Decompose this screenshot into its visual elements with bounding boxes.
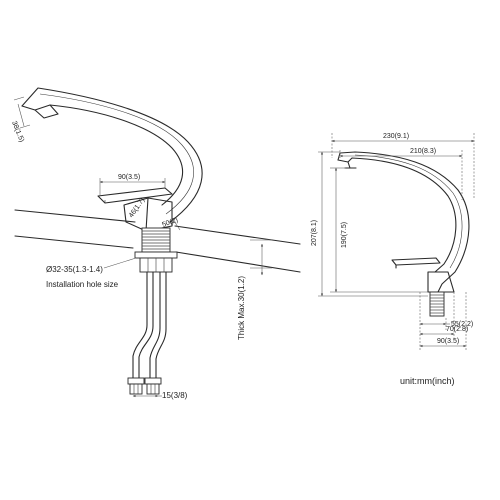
right-elevation-view: 230(9.1) 210(8.3) 207(8.1) 190(7.5) 55(2… [311, 133, 475, 350]
unit-note: unit:mm(inch) [400, 376, 455, 386]
faucet-body [21, 87, 203, 223]
dim-55-label: 55(2.2) [451, 321, 473, 328]
dim-90: 90(3.5) [419, 338, 467, 348]
dim-spout-reach-label: 210(8.3) [410, 148, 436, 155]
dim-base-height: 46(1.7) [128, 197, 146, 219]
left-installed-view: 38(1.5) 90(3.5) 46(1.7) 50(2) Ø32-35(1.3… [10, 87, 301, 400]
hose-connector-label: 15(3/8) [162, 391, 188, 400]
side-lever [391, 257, 441, 269]
dim-70-label: 70(2.8) [446, 326, 468, 333]
dim-total-width-label: 230(9.1) [383, 133, 409, 140]
dim-base-width-label: 50(2) [161, 217, 179, 229]
side-base [427, 271, 455, 317]
threaded-shank [141, 227, 171, 253]
side-profile [337, 151, 470, 293]
dim-spout-height: 190(7.5) [334, 167, 348, 293]
mounting-nut [134, 251, 178, 273]
faucet-base [123, 197, 173, 232]
dim-base-height-label: 46(1.7) [128, 197, 146, 219]
dim-thickness: Thick Max.30(1.2) [237, 239, 272, 340]
thickness-label: Thick Max.30(1.2) [237, 276, 246, 340]
dim-spout-reach: 210(8.3) [339, 148, 463, 158]
dim-spout-label: 38(1.5) [10, 120, 25, 143]
supply-hoses [132, 271, 167, 379]
hole-callout: Ø32-35(1.3-1.4) Installation hole size [46, 257, 137, 289]
dim-base-width: 50(2) [161, 217, 181, 231]
dim-55: 55(2.2) [419, 321, 473, 328]
dim-total-height-label: 207(8.1) [311, 220, 318, 246]
dim-70: 70(2.8) [419, 326, 468, 336]
dim-total-height: 207(8.1) [311, 151, 324, 297]
dim-spout: 38(1.5) [10, 96, 31, 143]
hose-fittings [127, 377, 162, 395]
dim-lever-label: 90(3.5) [118, 174, 140, 181]
extension-lines [318, 133, 475, 350]
hole-caption: Installation hole size [46, 280, 119, 289]
dim-lever: 90(3.5) [99, 174, 166, 195]
lever-handle [97, 187, 173, 204]
hole-diameter-label: Ø32-35(1.3-1.4) [46, 265, 103, 274]
dim-spout-height-label: 190(7.5) [341, 222, 348, 248]
dim-90-label: 90(3.5) [437, 338, 459, 345]
dim-hose-connector: 15(3/8) [132, 391, 188, 400]
dim-total-width: 230(9.1) [331, 133, 475, 143]
countertop-slab [14, 209, 301, 273]
